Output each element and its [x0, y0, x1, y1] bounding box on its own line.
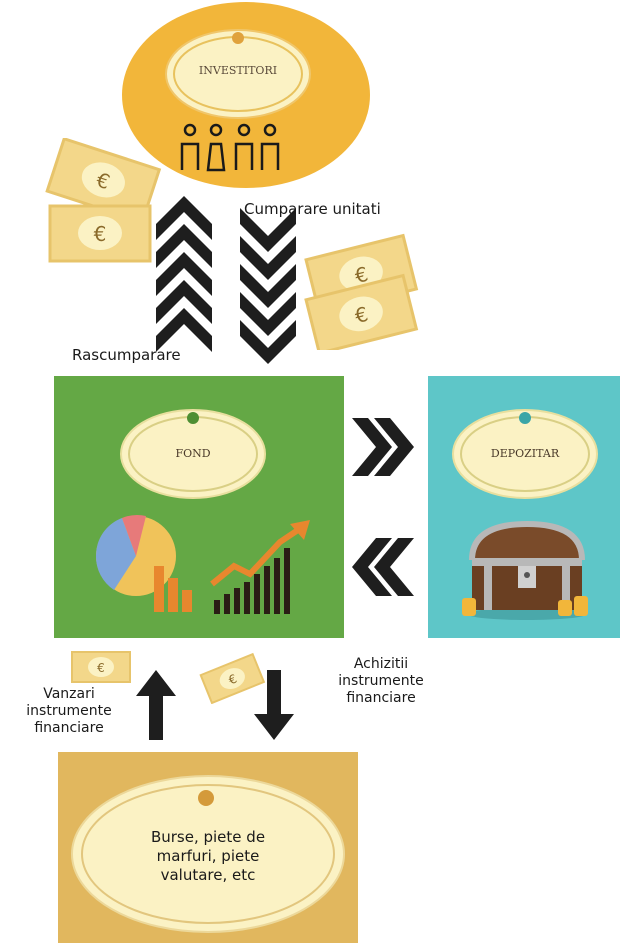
acquire-instruments-label: Achizitii instrumente financiare — [338, 656, 424, 706]
markets-label: Burse, piete de marfuri, piete valutare,… — [150, 828, 266, 884]
chevron-right-arrows — [352, 418, 418, 476]
buy-units-label: Cumparare unitati — [244, 200, 381, 218]
chevron-down-arrows — [240, 204, 296, 364]
sell-instruments-label: Vanzari instrumente financiare — [26, 686, 112, 736]
svg-text:€: € — [352, 302, 370, 328]
redemption-label: Rascumparare — [72, 346, 181, 364]
chevron-up-arrows — [156, 196, 212, 356]
depositary-oval — [450, 406, 600, 502]
investors-label: INVESTITORI — [198, 64, 278, 77]
fund-node: FOND — [54, 376, 344, 638]
svg-text:€: € — [94, 222, 107, 246]
treasure-chest-icon — [462, 520, 592, 620]
fund-label: FOND — [175, 447, 211, 460]
arrow-down-icon — [254, 670, 294, 740]
svg-text:€: € — [352, 262, 370, 288]
depositary-node: DEPOZITAR — [428, 376, 620, 638]
people-icon — [178, 122, 288, 174]
svg-text:€: € — [97, 661, 105, 675]
euro-banknote-icon: € € — [296, 230, 426, 350]
pie-and-bar-chart-icon — [84, 508, 324, 618]
markets-node: Burse, piete de marfuri, piete valutare,… — [58, 752, 358, 943]
markets-oval — [68, 766, 348, 936]
arrow-up-icon — [136, 670, 176, 740]
euro-banknote-icon: € — [196, 652, 266, 704]
investors-node: INVESTITORI — [120, 0, 372, 190]
chevron-left-arrows — [348, 538, 414, 596]
euro-banknote-icon: € € — [44, 138, 164, 268]
depositary-label: DEPOZITAR — [490, 447, 560, 460]
euro-banknote-icon: € — [70, 650, 132, 684]
fund-oval — [118, 406, 268, 502]
